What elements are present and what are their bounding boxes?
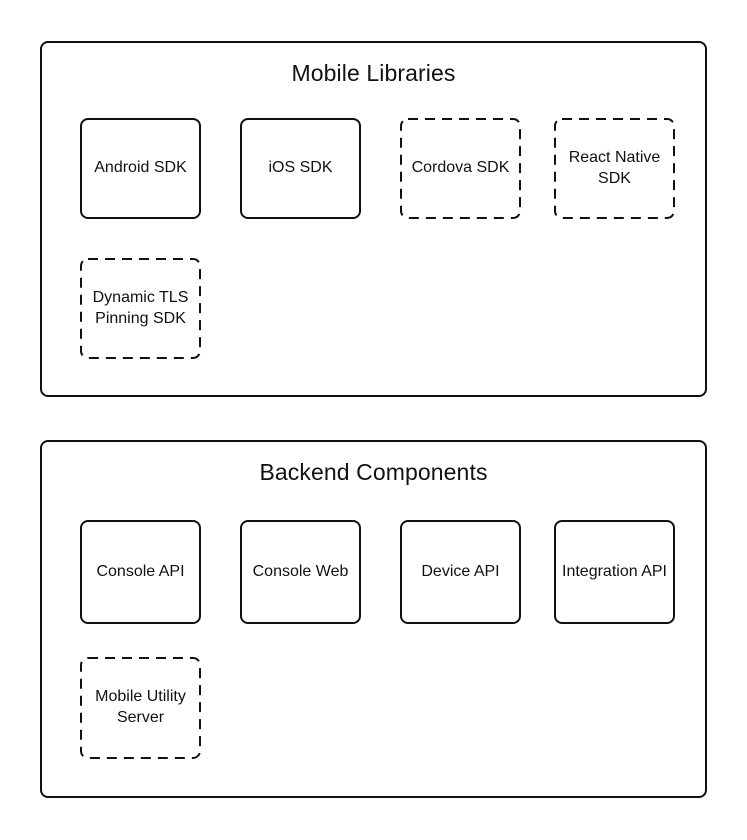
node-android-sdk: Android SDK <box>80 118 201 219</box>
node-label: Integration API <box>562 562 667 580</box>
node-device-api: Device API <box>400 520 521 624</box>
node-integration-api: Integration API <box>554 520 675 624</box>
node-label: React Native SDK <box>568 148 661 187</box>
group-title-mobile-libraries: Mobile Libraries <box>291 60 456 86</box>
node-ios-sdk: iOS SDK <box>240 118 361 219</box>
node-cordova-sdk: Cordova SDK <box>400 118 521 219</box>
node-label: Mobile Utility Server <box>95 688 186 726</box>
node-dynamic-tls-pinning-sdk: Dynamic TLS Pinning SDK <box>80 258 201 359</box>
node-console-api: Console API <box>80 520 201 624</box>
group-mobile-libraries: Mobile Libraries Android SDK iOS SDK Cor… <box>40 41 707 397</box>
node-label: Console Web <box>252 562 349 580</box>
node-label: Android SDK <box>94 159 187 177</box>
group-title-backend-components: Backend Components <box>259 459 488 485</box>
node-label: Dynamic TLS Pinning SDK <box>92 288 189 327</box>
node-mobile-utility-server: Mobile Utility Server <box>80 657 201 759</box>
node-label: Cordova SDK <box>411 159 510 177</box>
node-console-web: Console Web <box>240 520 361 624</box>
node-label: Console API <box>96 562 185 580</box>
node-react-native-sdk: React Native SDK <box>554 118 675 219</box>
group-backend-components: Backend Components Console API Console W… <box>40 440 707 798</box>
node-label: Device API <box>421 562 500 580</box>
node-label: iOS SDK <box>268 159 333 177</box>
